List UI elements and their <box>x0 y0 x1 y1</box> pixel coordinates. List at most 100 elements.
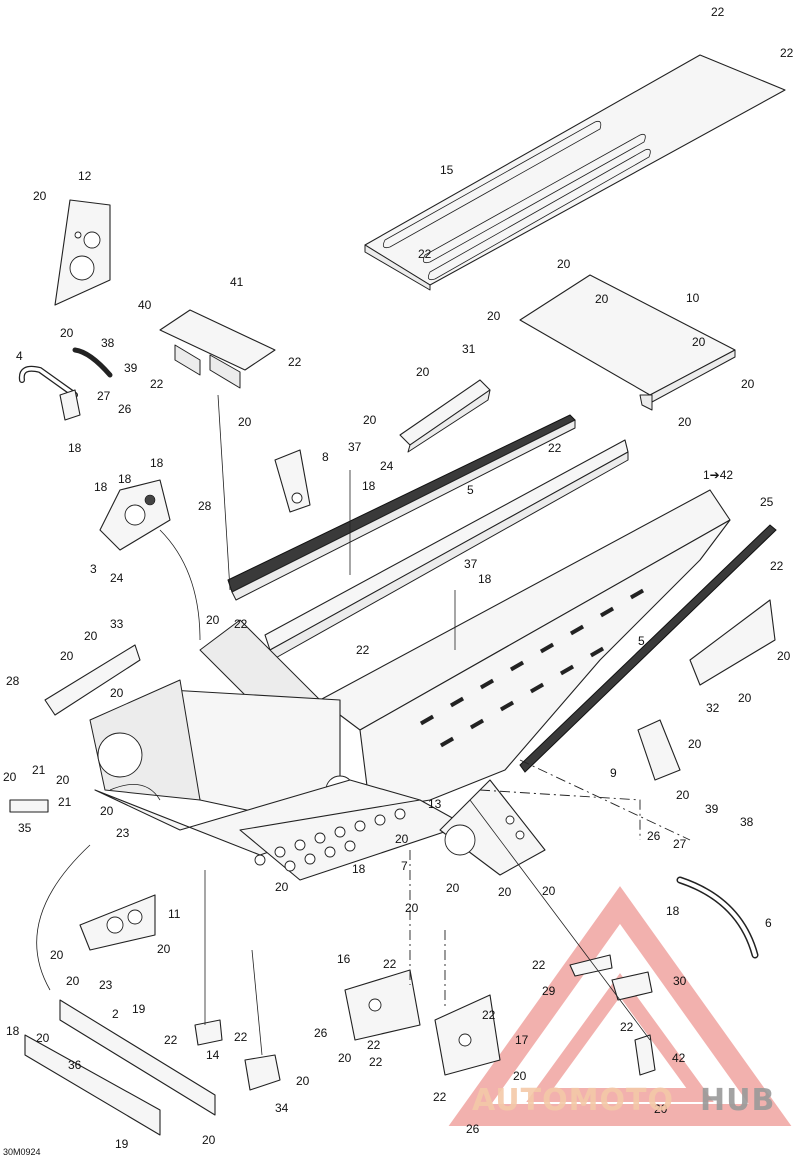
callout-22: 22 <box>418 247 432 261</box>
watermark-triangle-inner <box>526 973 714 1102</box>
part-38-lever <box>72 347 113 378</box>
callout-20: 20 <box>60 649 74 663</box>
callout-21: 21 <box>32 763 46 777</box>
callout-28: 28 <box>6 674 20 688</box>
callout-20: 20 <box>416 365 430 379</box>
callout-26: 26 <box>314 1026 328 1040</box>
callout-17: 17 <box>515 1033 529 1047</box>
callout-26: 26 <box>466 1122 480 1136</box>
callout-20: 20 <box>363 413 377 427</box>
part-30-bracket <box>611 971 653 1001</box>
part-34-clip <box>244 1054 281 1091</box>
callout-38: 38 <box>740 815 754 829</box>
callout-31: 31 <box>462 342 476 356</box>
callout-22: 22 <box>482 1008 496 1022</box>
part-12-plate <box>54 199 111 306</box>
callout-20: 20 <box>405 901 419 915</box>
callout-18: 18 <box>362 479 376 493</box>
callout-20: 20 <box>60 326 74 340</box>
callout-20: 20 <box>777 649 791 663</box>
callout-32: 32 <box>706 701 720 715</box>
callout-18: 18 <box>666 904 680 918</box>
callout-20: 20 <box>50 948 64 962</box>
callout-4: 4 <box>16 349 23 363</box>
callout-2: 2 <box>112 1007 119 1021</box>
callout-20: 20 <box>206 613 220 627</box>
callout-11: 11 <box>168 907 181 921</box>
part-35-clip <box>9 799 49 813</box>
callout-22: 22 <box>620 1020 634 1034</box>
watermark-logo <box>448 886 792 1126</box>
callout-19: 19 <box>115 1137 129 1151</box>
callout-20: 20 <box>446 881 460 895</box>
part-8-plate <box>274 449 311 513</box>
callout-20: 20 <box>56 773 70 787</box>
callout-20: 20 <box>110 686 124 700</box>
part-11-plate <box>79 894 156 951</box>
watermark-text-part1: AUTOMOTO <box>472 1083 674 1118</box>
callout-5: 5 <box>467 483 474 497</box>
callout-18: 18 <box>6 1024 20 1038</box>
callout-23: 23 <box>116 826 130 840</box>
callout-20: 20 <box>557 257 571 271</box>
callout-18: 18 <box>478 572 492 586</box>
callout-9: 9 <box>610 766 617 780</box>
callout-20: 20 <box>275 880 289 894</box>
callout-26: 26 <box>118 402 132 416</box>
callout-14: 14 <box>206 1048 220 1062</box>
callout-37: 37 <box>348 440 362 454</box>
part-33-bracket <box>44 644 141 716</box>
callout-18: 18 <box>352 862 366 876</box>
callout-7: 7 <box>401 859 408 873</box>
callout-20: 20 <box>595 292 609 306</box>
callout-18: 18 <box>94 480 108 494</box>
callout-20: 20 <box>498 885 512 899</box>
part-32-bracket <box>689 599 776 686</box>
callout-20: 20 <box>513 1069 527 1083</box>
part-14-clip <box>194 1019 223 1046</box>
part-22-rail <box>264 439 629 661</box>
callout-3: 3 <box>90 562 97 576</box>
callout-20: 20 <box>688 737 702 751</box>
part-3-bracket <box>99 479 171 551</box>
callout-34: 34 <box>275 1101 289 1115</box>
main-tunnel <box>89 489 731 881</box>
callout-18: 18 <box>118 472 132 486</box>
callout-20: 20 <box>542 884 556 898</box>
callout-36: 36 <box>68 1058 82 1072</box>
callout-10: 10 <box>686 291 700 305</box>
callout-35: 35 <box>18 821 32 835</box>
callout-22: 22 <box>234 1030 248 1044</box>
callout-20: 20 <box>202 1133 216 1147</box>
callout-1-to-42: 1➔42 <box>703 468 733 482</box>
part-31-bracket <box>399 379 491 453</box>
watermark-text-part2: HUB <box>700 1083 775 1118</box>
callout-19: 19 <box>132 1002 146 1016</box>
drawing-code: 30M0924 <box>3 1147 41 1157</box>
floor-holes <box>254 808 406 872</box>
callout-22: 22 <box>383 957 397 971</box>
callout-20: 20 <box>36 1031 50 1045</box>
callout-20: 20 <box>395 832 409 846</box>
tunnel-slots <box>419 588 645 748</box>
callout-13: 13 <box>428 797 442 811</box>
callout-22: 22 <box>532 958 546 972</box>
part-15-panel <box>364 54 786 291</box>
callout-20: 20 <box>84 629 98 643</box>
part-6-pipe <box>676 876 759 959</box>
part-36-rail <box>24 1034 161 1136</box>
callout-20: 20 <box>654 1102 668 1116</box>
part-42-clip <box>634 1034 656 1076</box>
callout-22: 22 <box>288 355 302 369</box>
callout-20: 20 <box>100 804 114 818</box>
part-9-bracket <box>637 719 681 781</box>
part-13-plate <box>439 779 546 876</box>
callouts: 12 20 20 4 38 39 27 26 18 40 41 22 22 22… <box>3 5 794 1151</box>
part-40-bracket <box>159 309 276 389</box>
callout-20: 20 <box>692 335 706 349</box>
callout-22: 22 <box>780 46 794 60</box>
callout-24: 24 <box>110 571 124 585</box>
part-4-pipe <box>18 365 81 421</box>
part-17-bracket <box>434 994 501 1076</box>
callout-18: 18 <box>68 441 82 455</box>
